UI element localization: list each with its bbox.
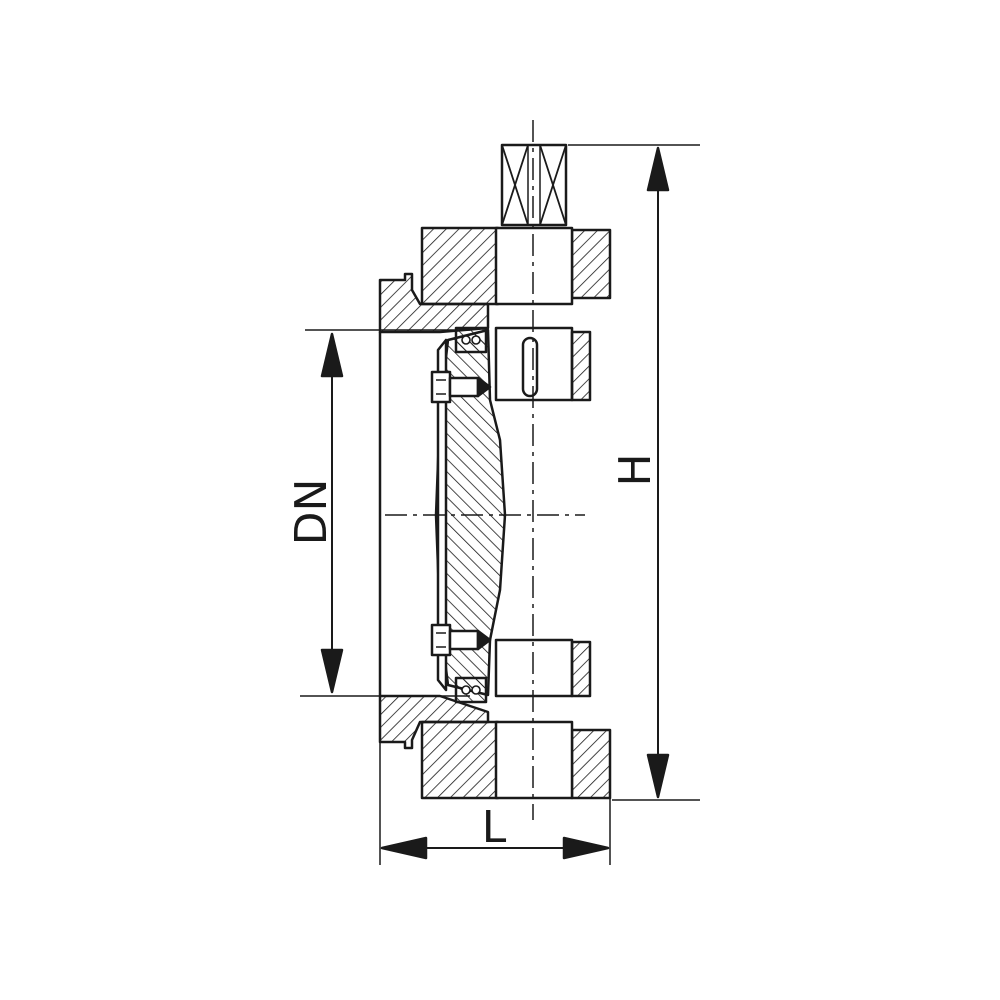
lower-body-block [420, 720, 612, 800]
lower-stem-bearing [494, 638, 592, 698]
stem-top-drive [500, 143, 568, 227]
dimension-l-label: L [482, 802, 507, 853]
body-outline [378, 332, 611, 865]
lower-screw [430, 623, 492, 657]
dimension-dn-line [320, 332, 344, 694]
dimension-l-line [380, 836, 610, 860]
dimension-dn-label: DN [286, 479, 337, 546]
upper-stem-bearing [494, 326, 592, 402]
dimension-h-line [646, 146, 670, 799]
seal-ring-bottom [454, 676, 488, 704]
seal-ring-top [454, 326, 488, 354]
extension-lines [300, 144, 700, 801]
centerlines [385, 120, 585, 820]
dimension-h-label: H [610, 453, 661, 486]
upper-screw [430, 370, 492, 404]
upper-body-block [420, 226, 612, 306]
left-flange-upper [378, 272, 490, 334]
